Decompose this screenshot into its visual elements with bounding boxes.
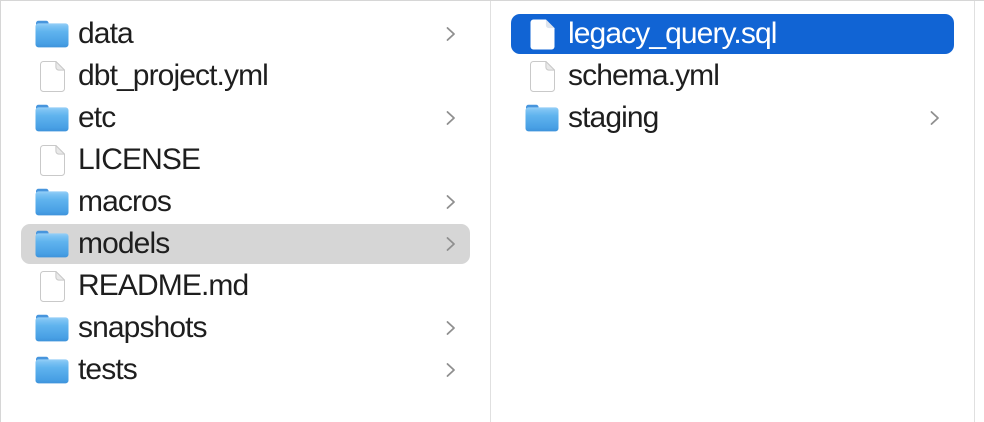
- chevron-right-icon: [446, 110, 456, 126]
- chevron-right-icon: [446, 362, 456, 378]
- folder-row[interactable]: staging: [511, 98, 954, 138]
- file-name: data: [78, 17, 134, 50]
- file-icon: [525, 19, 559, 50]
- chevron-right-icon: [446, 194, 456, 210]
- file-icon: [35, 144, 69, 176]
- finder-column-models-directory: legacy_query.sql schema.yml: [491, 1, 975, 422]
- file-icon: [525, 60, 559, 92]
- file-name: models: [78, 227, 170, 260]
- file-icon: [35, 270, 69, 302]
- folder-icon: [35, 230, 69, 258]
- folder-icon: [35, 104, 69, 132]
- chevron-right-icon: [446, 320, 456, 336]
- folder-icon: [35, 20, 69, 48]
- folder-icon: [35, 314, 69, 342]
- file-row[interactable]: dbt_project.yml: [21, 56, 470, 96]
- file-name: macros: [78, 185, 172, 218]
- file-icon: [35, 60, 69, 92]
- file-name: LICENSE: [78, 143, 201, 176]
- folder-row[interactable]: macros: [21, 182, 470, 222]
- folder-row[interactable]: tests: [21, 350, 470, 390]
- file-row[interactable]: README.md: [21, 266, 470, 306]
- folder-row[interactable]: etc: [21, 98, 470, 138]
- chevron-right-icon: [930, 110, 940, 126]
- chevron-right-icon: [446, 26, 456, 42]
- folder-row[interactable]: models: [21, 224, 470, 264]
- file-name: staging: [568, 101, 659, 134]
- folder-row[interactable]: data: [21, 14, 470, 54]
- chevron-right-icon: [446, 236, 456, 252]
- folder-icon: [35, 188, 69, 216]
- folder-icon: [525, 104, 559, 132]
- file-name: etc: [78, 101, 116, 134]
- file-name: README.md: [78, 269, 249, 302]
- file-name: snapshots: [78, 311, 208, 344]
- finder-column-parent-directory: data dbt_project.yml: [1, 1, 491, 422]
- file-name: legacy_query.sql: [568, 17, 777, 50]
- file-row[interactable]: legacy_query.sql: [511, 14, 954, 54]
- file-name: tests: [78, 353, 138, 386]
- file-row[interactable]: schema.yml: [511, 56, 954, 96]
- next-column-empty: [975, 1, 984, 422]
- file-row[interactable]: LICENSE: [21, 140, 470, 180]
- file-name: schema.yml: [568, 59, 720, 92]
- folder-icon: [35, 356, 69, 384]
- folder-row[interactable]: snapshots: [21, 308, 470, 348]
- file-name: dbt_project.yml: [78, 59, 269, 92]
